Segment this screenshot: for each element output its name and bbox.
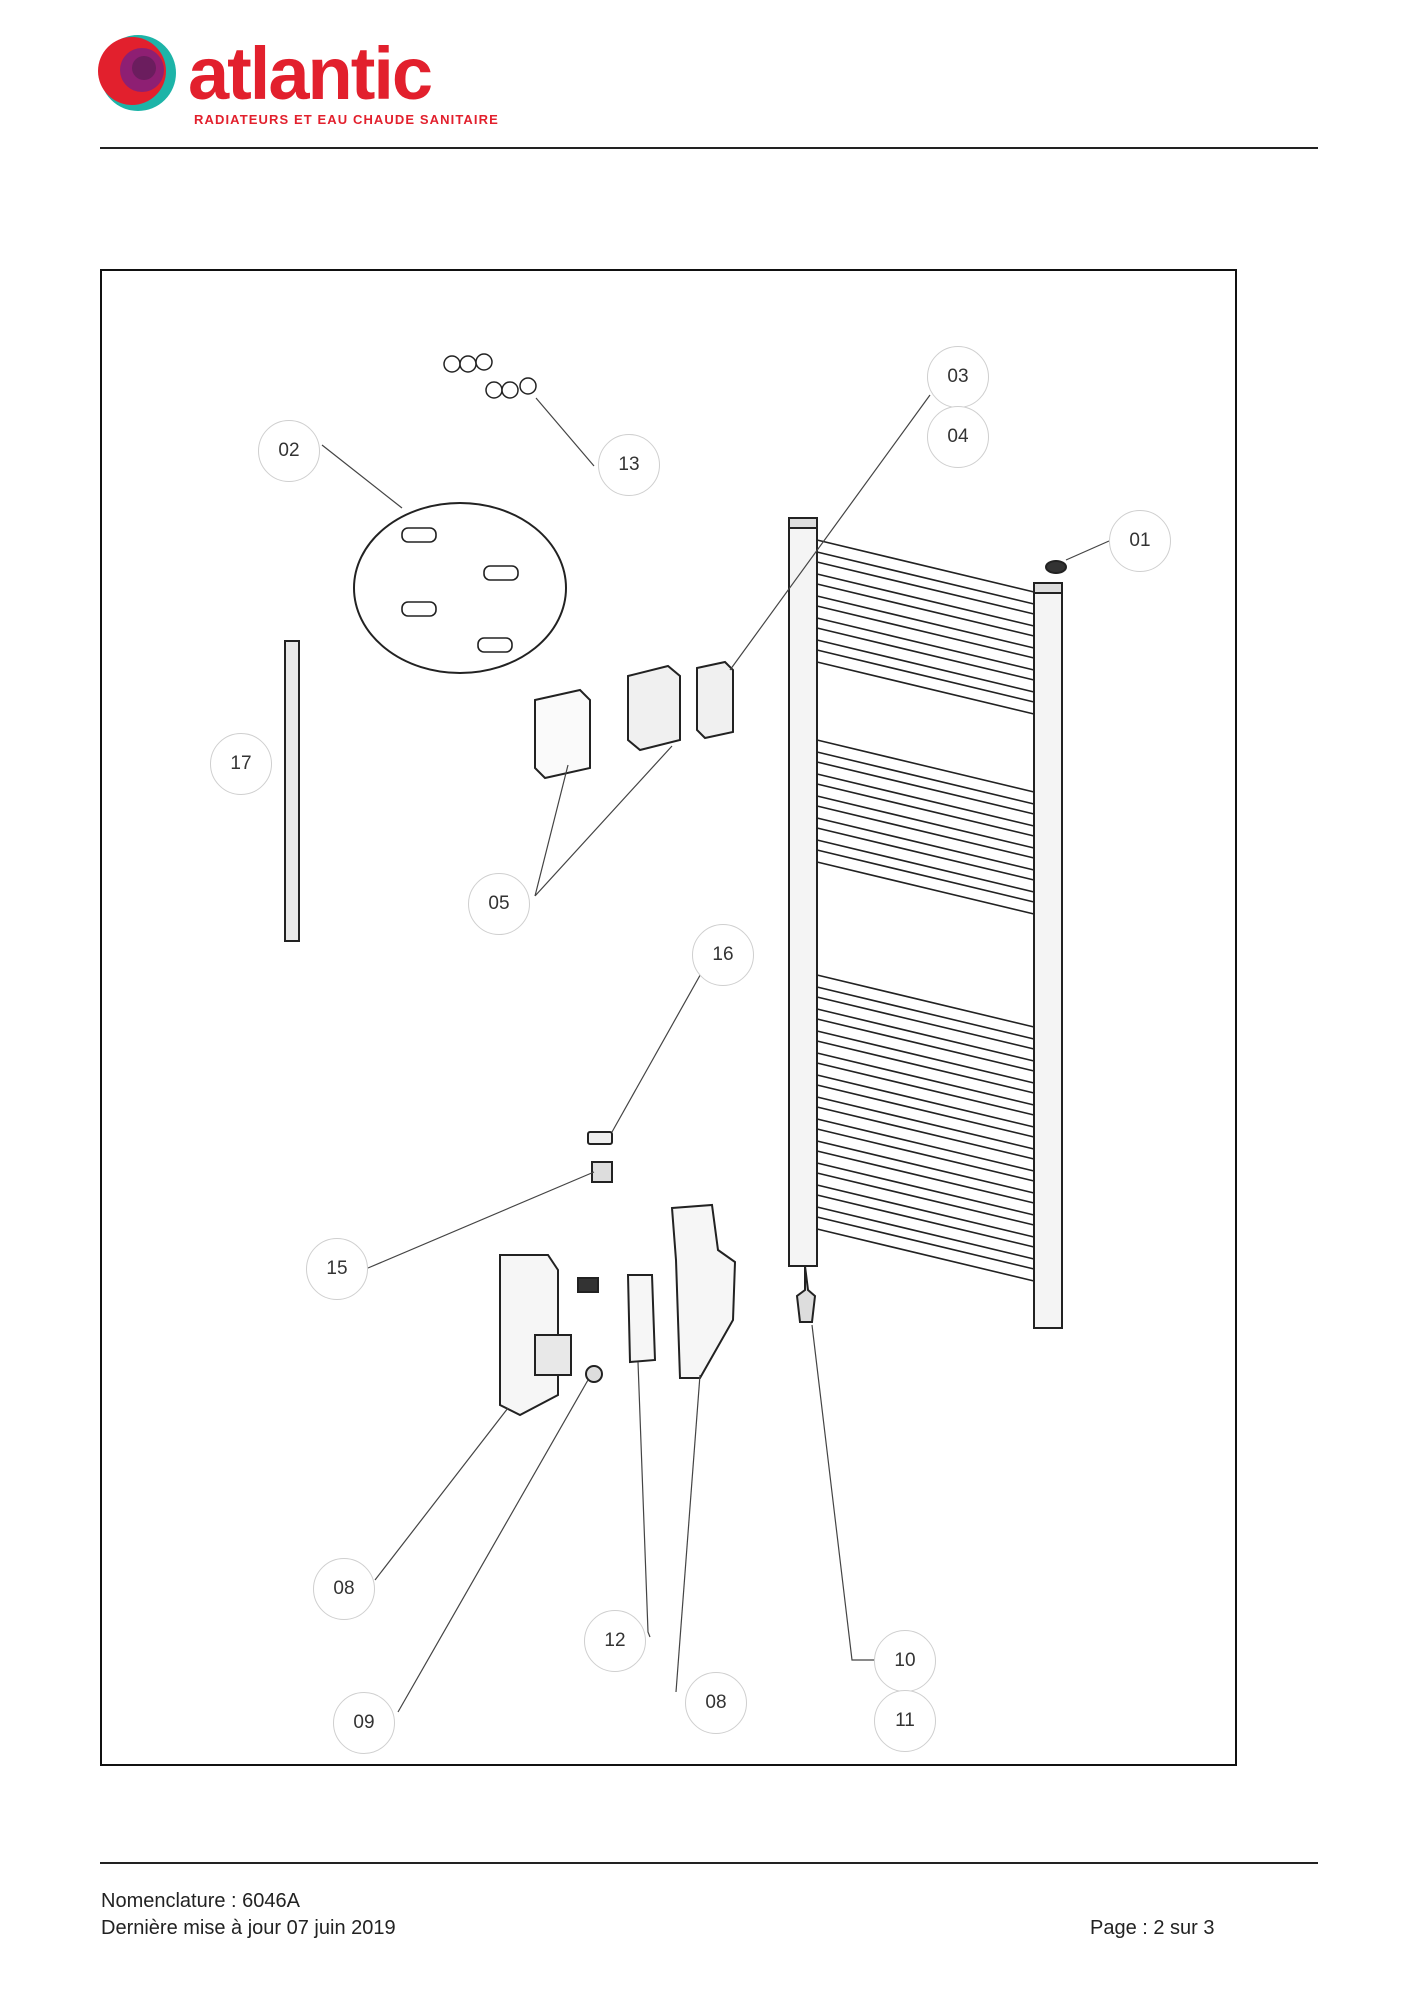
callout-17: 17	[210, 733, 272, 795]
callout-08-right: 08	[685, 1672, 747, 1734]
callout-03: 03	[927, 346, 989, 408]
nomenclature-label: Nomenclature : 6046A	[101, 1890, 301, 1912]
callout-08-left: 08	[313, 1558, 375, 1620]
callout-02: 02	[258, 420, 320, 482]
callout-16: 16	[692, 924, 754, 986]
callout-05: 05	[468, 873, 530, 935]
towel-radiator	[788, 517, 1067, 1329]
callout-12: 12	[584, 1610, 646, 1672]
header-rule	[100, 147, 1318, 149]
page-number: Page : 2 sur 3	[1090, 1917, 1215, 1939]
callout-15: 15	[306, 1238, 368, 1300]
footer-rule	[100, 1862, 1318, 1864]
brand-name: atlantic	[188, 32, 433, 115]
callout-09: 09	[333, 1692, 395, 1754]
callout-11: 11	[874, 1690, 936, 1752]
brand-tagline: RADIATEURS ET EAU CHAUDE SANITAIRE	[194, 112, 499, 127]
last-update-label: Dernière mise à jour 07 juin 2019	[101, 1917, 396, 1939]
logo-mark	[98, 35, 176, 111]
callout-01: 01	[1109, 510, 1171, 572]
callout-13: 13	[598, 434, 660, 496]
atlantic-logo: atlantic RADIATEURS ET EAU CHAUDE SANITA…	[96, 28, 526, 138]
callout-04: 04	[927, 406, 989, 468]
diagram-frame	[100, 269, 1237, 1766]
callout-10: 10	[874, 1630, 936, 1692]
